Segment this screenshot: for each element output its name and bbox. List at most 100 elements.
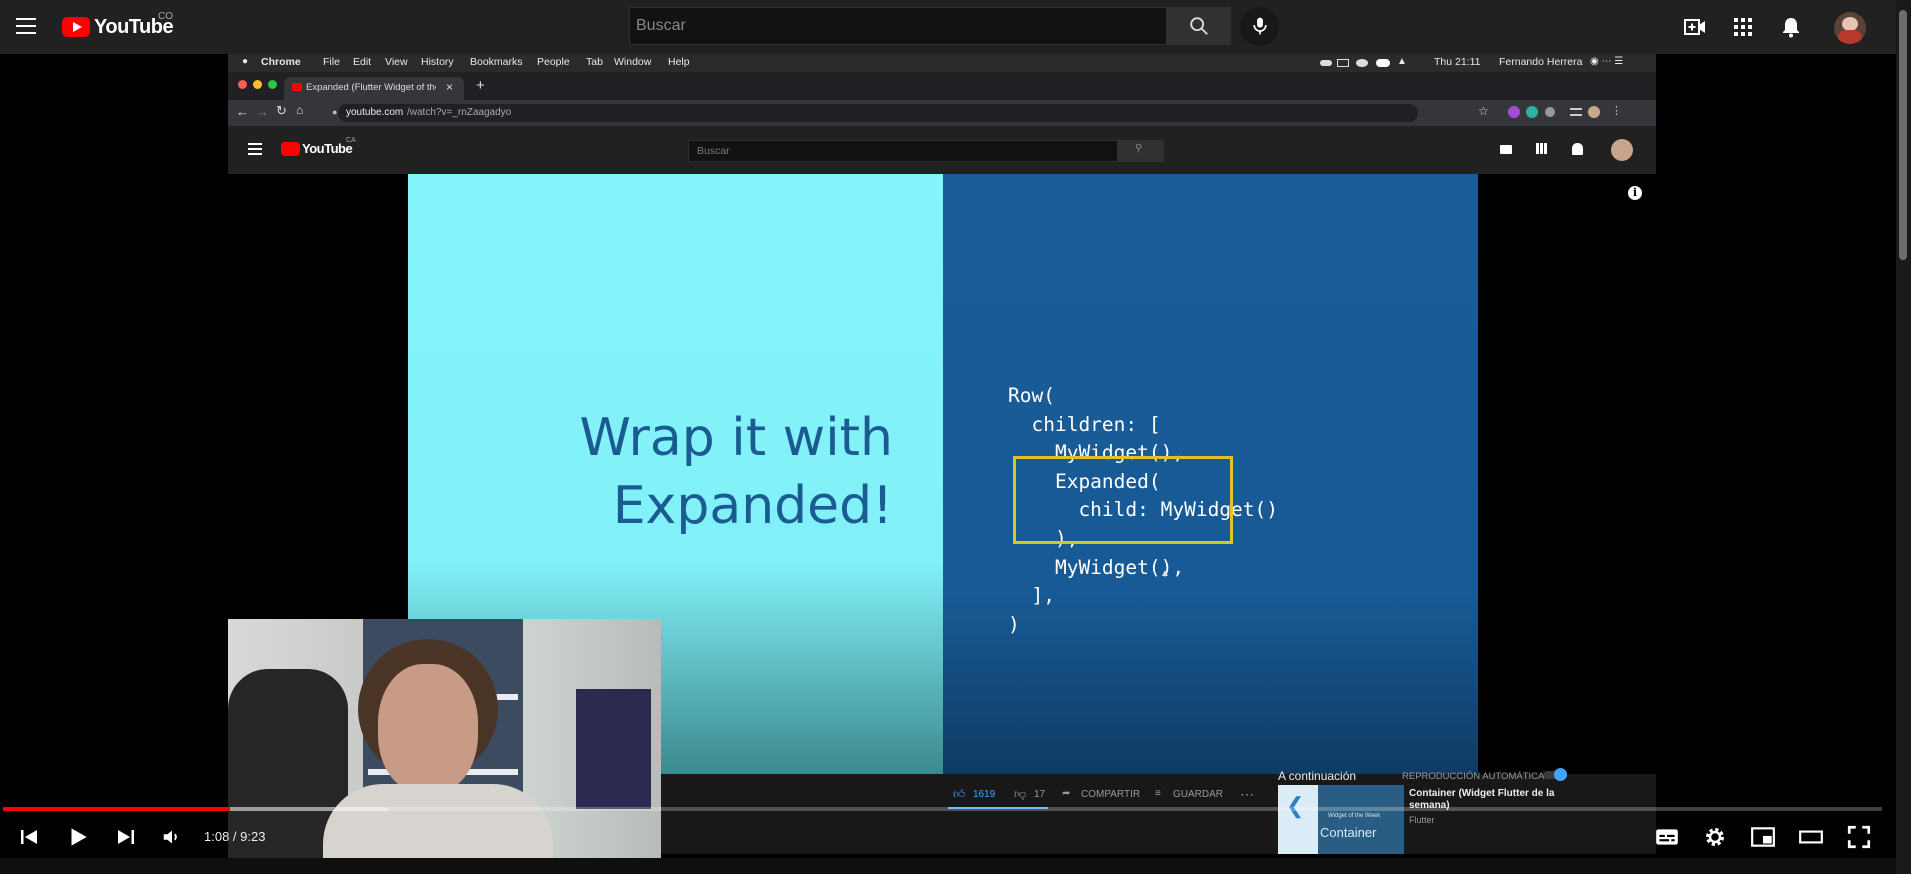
menu-people: People [537,56,570,68]
next-video-channel: Flutter [1409,815,1435,825]
subtitles-icon[interactable] [1654,824,1680,850]
search-box[interactable] [629,7,1167,45]
scrollbar-thumb[interactable] [1899,10,1907,260]
create-video-icon[interactable] [1683,15,1707,39]
tab-title: Expanded (Flutter Widget of the [306,82,436,93]
code-highlight-box [1013,456,1233,544]
status-icons: ▲ [1320,56,1410,68]
zoom-window-dot[interactable] [268,80,277,89]
apps-grid-icon[interactable] [1731,15,1755,39]
bookmark-star-icon[interactable]: ☆ [1478,104,1489,118]
inner-create-icon[interactable] [1500,145,1512,154]
like-bar [948,807,1048,809]
volume-icon[interactable] [161,826,183,848]
inner-logo-text: YouTube [302,141,353,156]
progress-played [3,807,230,811]
inner-apps-icon[interactable] [1536,143,1547,154]
info-icon[interactable]: i [1628,186,1642,200]
theater-mode-icon[interactable] [1798,824,1824,850]
youtube-header: YouTube CO [0,0,1896,54]
time-display: 1:08 / 9:23 [204,829,266,844]
browser-tab[interactable]: Expanded (Flutter Widget of the × [284,77,464,100]
url-host: youtube.com [346,107,404,118]
url-path: /watch?v=_rnZaagadyo [407,107,512,118]
share-icon: ➦ [1062,788,1071,799]
search-icon [1190,17,1208,35]
tab-close-icon[interactable]: × [446,80,454,94]
slide-right-panel [943,174,1478,774]
video-frame[interactable]: ● Chrome File Edit View History Bookmark… [228,54,1656,854]
webcam-person-body [323,784,553,859]
tab-favicon-icon [292,83,302,91]
inner-menu-icon[interactable] [248,143,262,155]
menu-file: File [323,56,340,68]
new-tab-icon[interactable]: + [476,77,485,94]
search-input[interactable] [630,8,1166,44]
previous-icon[interactable] [17,825,41,849]
webcam-person-face [378,664,478,794]
inner-search-icon: ⚲ [1135,143,1143,154]
home-icon[interactable]: ⌂ [296,103,304,117]
address-bar[interactable]: ● youtube.com /watch?v=_rnZaagadyo [332,104,1418,122]
youtube-logo[interactable]: YouTube CO [62,11,174,38]
inner-country-code: CA [346,137,356,144]
code-snippet: Row( children: [ MyWidget(), Expanded( c… [1008,384,1279,636]
page-bottom-strip [0,858,1896,874]
close-window-dot[interactable] [238,80,247,89]
progress-bar[interactable] [3,807,1882,811]
next-video-thumbnail: ❮ Widget of the Week Container [1278,785,1404,854]
menu-tab: Tab [586,56,603,68]
voice-search-button[interactable] [1240,7,1279,46]
menubar-extra-icons: ◉ ⋯ ☰ [1590,56,1624,67]
extension-icons[interactable]: ⋮ [1508,105,1638,120]
inner-search-box[interactable]: Buscar [688,140,1118,162]
inner-search-button[interactable]: ⚲ [1118,140,1164,162]
inner-video-stage: Wrap it with Expanded! Row( children: [ … [228,174,1656,818]
menubar-user: Fernando Herrera [1499,56,1583,68]
microphone-icon [1253,17,1267,35]
forward-icon[interactable]: → [256,104,269,119]
mac-menubar: ● Chrome File Edit View History Bookmark… [228,54,1656,72]
inner-search-placeholder: Buscar [697,145,730,157]
more-actions-icon: ⋯ [1240,786,1254,802]
back-icon[interactable]: ← [236,104,249,119]
inner-avatar[interactable] [1611,139,1633,161]
wifi-icon: ▲ [1397,56,1407,67]
webcam-overlay [228,619,661,859]
logo-text: YouTube [94,16,174,38]
slide-title-line2: Expanded! [612,476,893,536]
mouse-cursor-icon: ▲ [1160,568,1170,579]
chrome-tabstrip: Expanded (Flutter Widget of the × + [228,72,1656,100]
reload-icon[interactable]: ↻ [276,103,287,118]
miniplayer-icon[interactable] [1750,824,1776,850]
save-icon: ≡ [1155,788,1161,799]
country-code: CO [158,11,173,22]
chrome-toolbar: ← → ↻ ⌂ ● youtube.com /watch?v=_rnZaagad… [228,100,1656,126]
menu-icon[interactable] [16,18,36,34]
settings-gear-icon[interactable] [1703,825,1727,849]
inner-youtube-logo[interactable]: YouTube CA [281,137,361,157]
search-button[interactable] [1167,7,1231,45]
inner-youtube-play-logo-icon [281,142,300,156]
autoplay-toggle [1543,768,1567,781]
minimize-window-dot[interactable] [253,80,262,89]
next-thumb-caption: Widget of the Week [1328,813,1381,819]
menu-bookmarks: Bookmarks [470,56,523,68]
apple-icon: ● [242,56,249,67]
user-avatar[interactable] [1834,12,1866,44]
notifications-bell-icon[interactable] [1779,15,1803,39]
slide-title-line1: Wrap it with [579,408,893,468]
next-icon[interactable] [114,825,138,849]
inner-youtube-header: YouTube CA Buscar ⚲ [228,126,1656,174]
menu-view: View [385,56,408,68]
inner-bell-icon[interactable] [1572,143,1583,155]
fullscreen-icon[interactable] [1846,824,1872,850]
menu-chrome: Chrome [261,56,301,68]
clock: Thu 21:11 [1434,56,1481,68]
play-icon[interactable] [65,824,91,850]
lock-icon: ● [332,107,338,117]
like-icon: 👍︎ [953,787,966,801]
save-label: GUARDAR [1173,789,1224,800]
slide-title: Wrap it with Expanded! [493,404,893,540]
youtube-play-logo-icon [62,17,90,37]
